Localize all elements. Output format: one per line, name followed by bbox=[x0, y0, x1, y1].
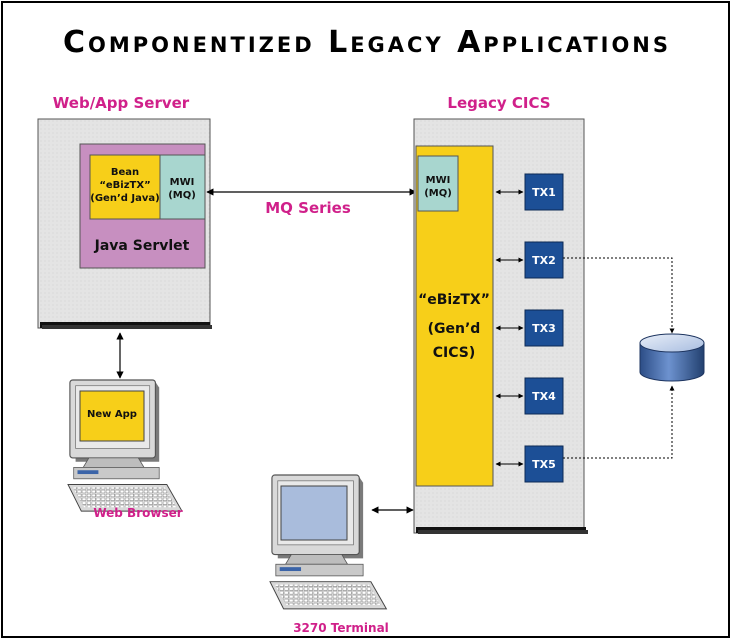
transaction-label-tx5: TX5 bbox=[532, 458, 556, 471]
transaction-label-tx3: TX3 bbox=[532, 322, 556, 335]
new-app-screen: New App bbox=[79, 390, 145, 442]
transaction-label-tx4: TX4 bbox=[532, 390, 556, 403]
new-app-text: New App bbox=[87, 409, 137, 420]
diagram-title: Componentized Legacy Applications bbox=[63, 25, 671, 60]
transaction-box-tx5 bbox=[524, 445, 564, 483]
transaction-tx4: TX4 bbox=[495, 377, 564, 415]
bean-line-2: “eBizTX” bbox=[99, 180, 150, 191]
bean-box: Bean “eBizTX” (Gen’d Java) bbox=[89, 154, 161, 220]
java-servlet-label: Java Servlet bbox=[94, 238, 190, 254]
transaction-box-tx4 bbox=[524, 377, 564, 415]
terminal-label: 3270 Terminal bbox=[293, 621, 389, 635]
mq-series-label: MQ Series bbox=[265, 199, 351, 217]
transaction-tx2: TX2 bbox=[495, 241, 564, 279]
transaction-tx3: TX3 bbox=[495, 309, 564, 347]
web-server-label: Web/App Server bbox=[53, 94, 190, 112]
transaction-tx5: TX5 bbox=[495, 445, 564, 483]
ebiztx-line-3: CICS) bbox=[433, 345, 476, 361]
transaction-label-tx1: TX1 bbox=[532, 186, 556, 199]
web-mwi-line-1: MWI bbox=[170, 177, 195, 188]
transaction-tx1: TX1 bbox=[495, 173, 564, 211]
bean-line-1: Bean bbox=[111, 167, 139, 178]
transaction-box-tx1 bbox=[524, 173, 564, 211]
legacy-mwi-line-2: (MQ) bbox=[424, 188, 452, 199]
tx5-database-link bbox=[563, 385, 675, 459]
transaction-label-tx2: TX2 bbox=[532, 254, 556, 267]
transaction-box-tx2 bbox=[524, 241, 564, 279]
bean-line-3: (Gen’d Java) bbox=[90, 193, 159, 204]
legacy-mwi-line-1: MWI bbox=[426, 175, 451, 186]
web-mwi-line-2: (MQ) bbox=[168, 190, 196, 201]
ebiztx-line-2: (Gen’d bbox=[428, 321, 481, 337]
tx2-database-link bbox=[563, 257, 675, 334]
transaction-box-tx3 bbox=[524, 309, 564, 347]
terminal-screen bbox=[280, 485, 348, 541]
web-browser-label: Web Browser bbox=[93, 506, 182, 520]
ebiztx-line-1: “eBizTX” bbox=[418, 292, 490, 308]
web-mwi-box: MWI (MQ) bbox=[159, 154, 206, 220]
legacy-mwi-box: MWI (MQ) bbox=[417, 155, 459, 212]
legacy-cics-label: Legacy CICS bbox=[447, 94, 550, 112]
database-cylinder-icon bbox=[639, 333, 705, 382]
